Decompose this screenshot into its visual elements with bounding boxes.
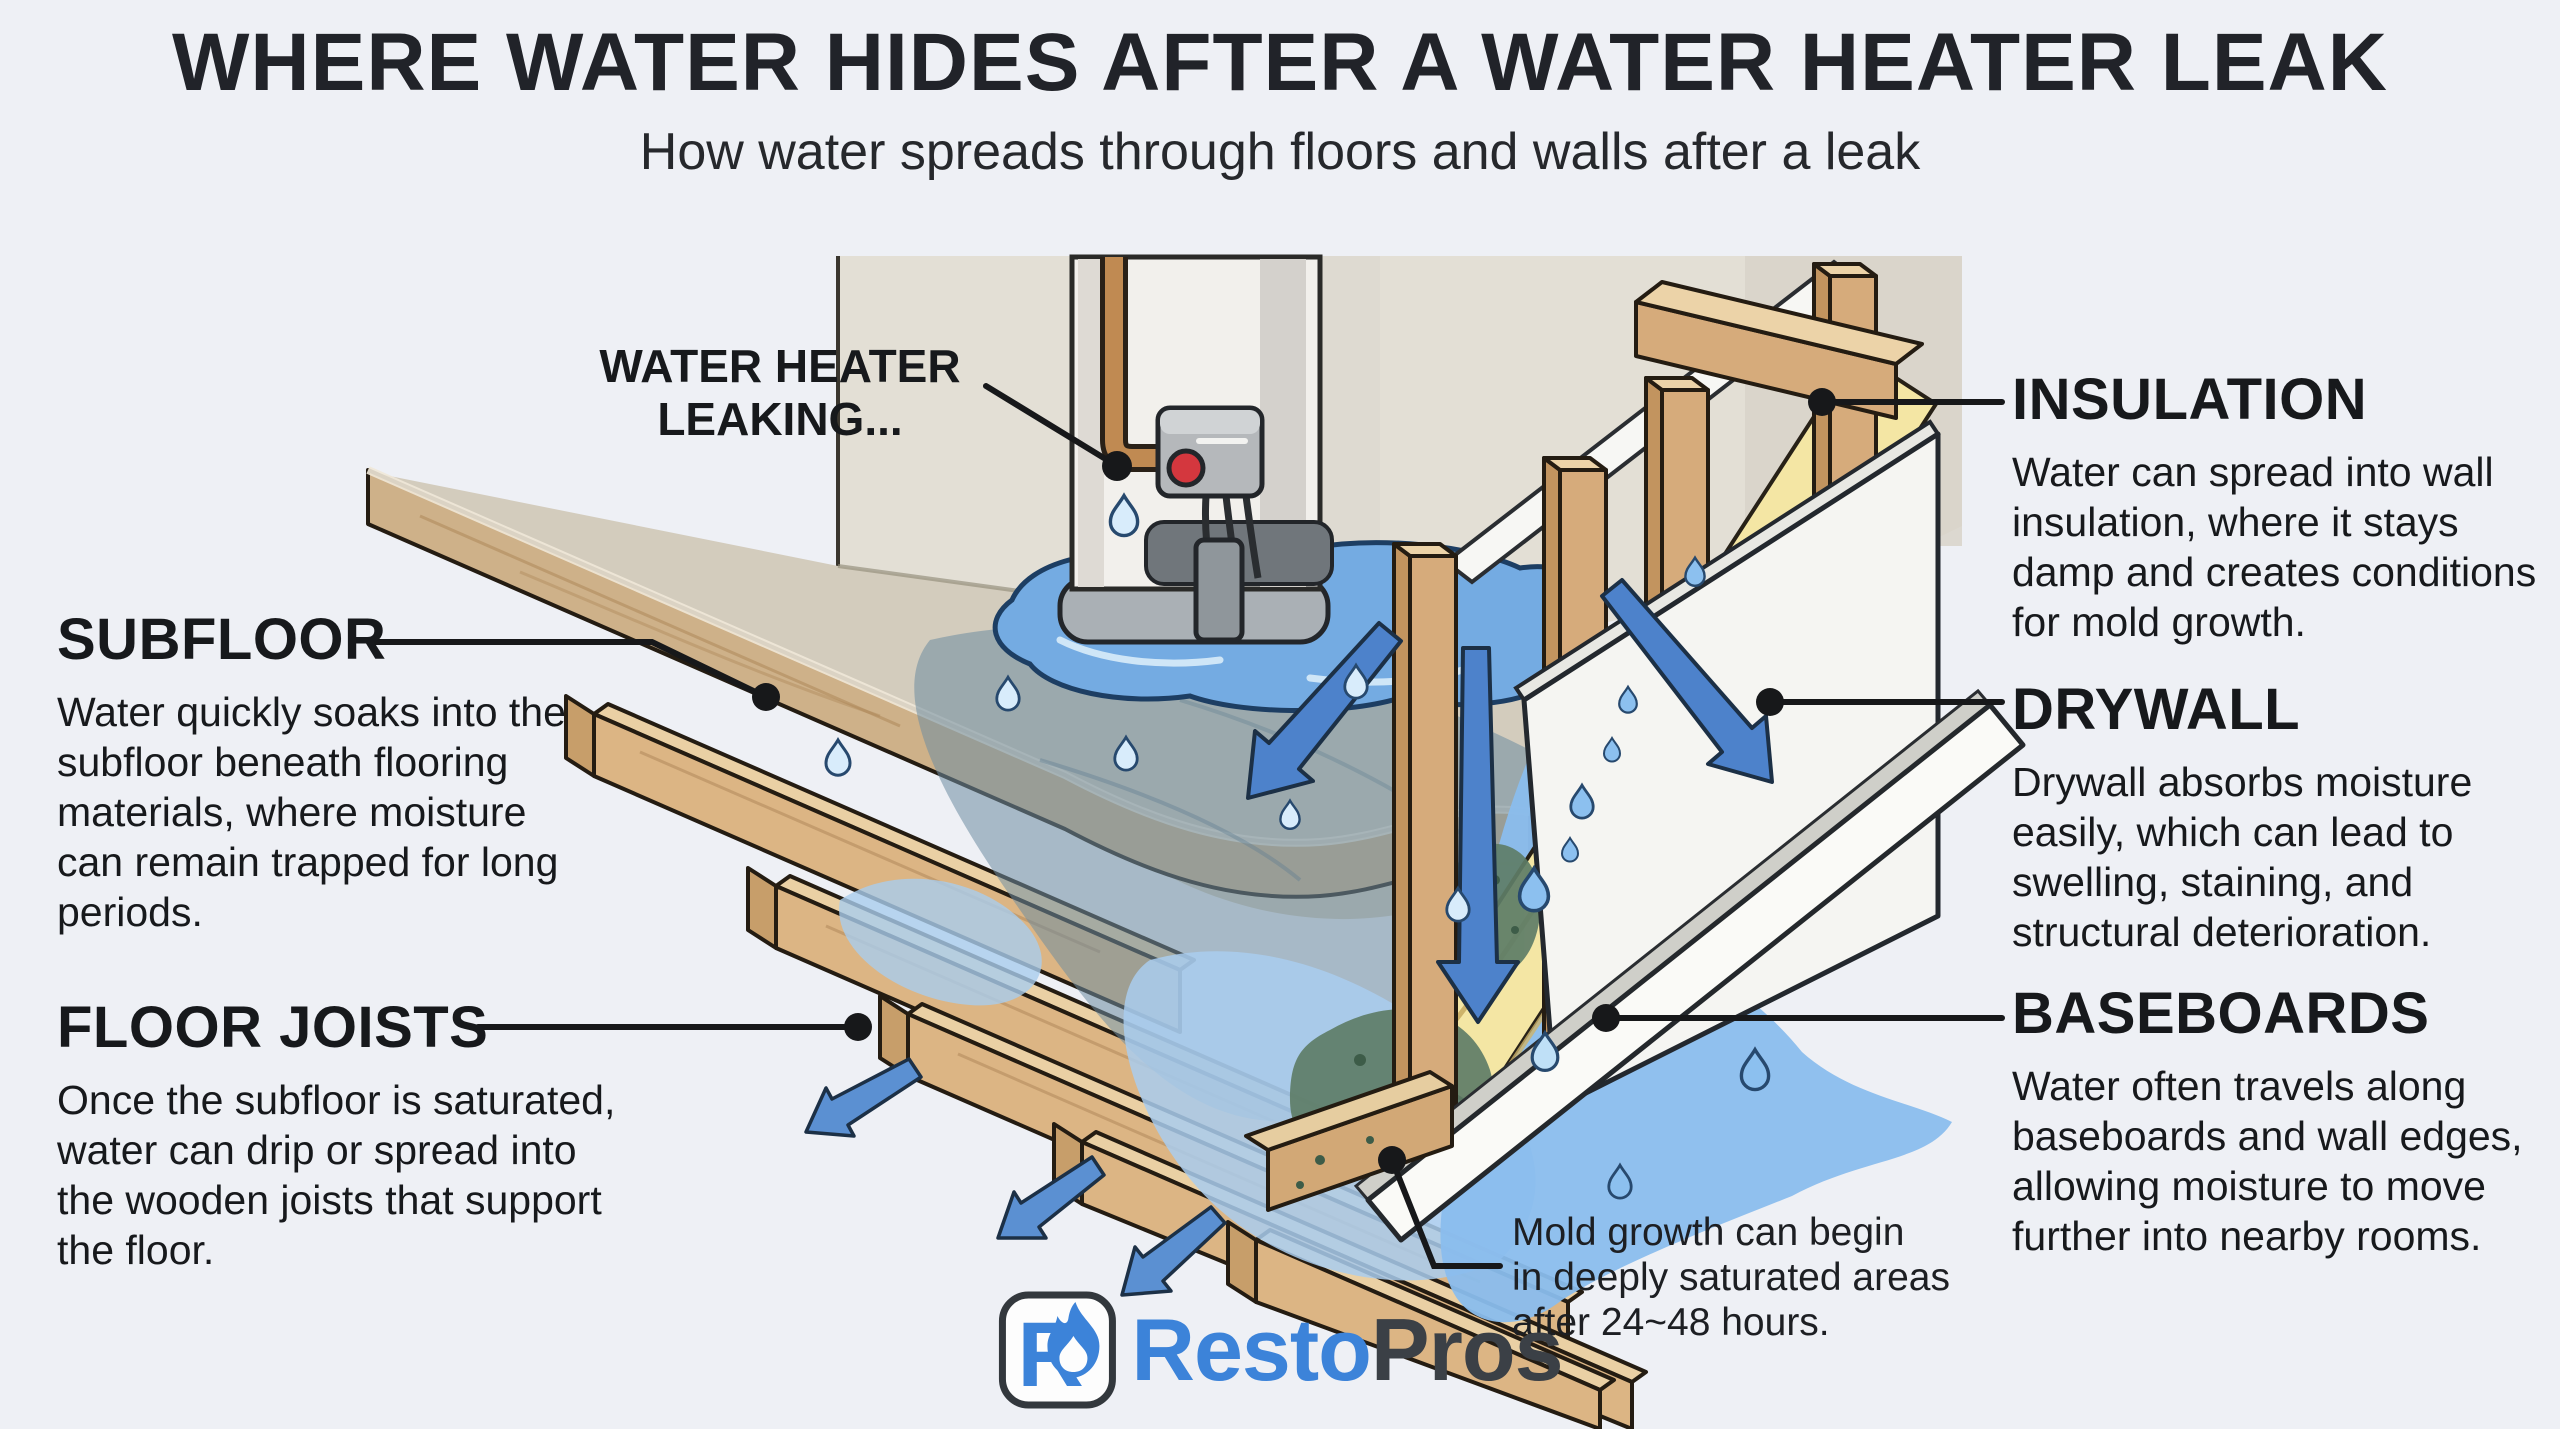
mold-note-line: in deeply saturated areas	[1512, 1256, 1950, 1299]
callout-subfloor-line: Water quickly soaks into the	[57, 689, 566, 735]
callout-baseboards-line: allowing moisture to move	[2012, 1163, 2486, 1209]
leader-lines	[369, 383, 2005, 1269]
mold-note: Mold growth can begin in deeply saturate…	[1512, 1210, 1950, 1345]
water-heater-label-line2: LEAKING...	[657, 393, 903, 446]
callout-insulation-heading: INSULATION	[2012, 367, 2368, 432]
flame-drop-cutout	[1059, 1336, 1088, 1372]
callout-baseboards-line: further into nearby rooms.	[2012, 1213, 2482, 1259]
leader-mold	[1389, 1157, 1503, 1269]
page-subtitle: How water spreads through floors and wal…	[639, 123, 1921, 181]
callout-baseboards-line: baseboards and wall edges,	[2012, 1113, 2523, 1159]
restopros-logo-icon: R	[998, 1291, 1116, 1409]
callout-floor-joists: FLOOR JOISTS Once the subfloor is satura…	[57, 994, 615, 1275]
drip-arrows	[804, 1057, 1227, 1297]
stud-wall	[1244, 259, 2026, 1323]
heater-valve-knob	[1166, 448, 1206, 488]
callout-floor-joists-line: the wooden joists that support	[57, 1177, 602, 1223]
callout-subfloor-heading: SUBFLOOR	[57, 607, 387, 672]
leader-dots	[752, 388, 1836, 1174]
callout-baseboards: BASEBOARDS Water often travels along bas…	[2012, 980, 2523, 1261]
mold-note-line: Mold growth can begin	[1512, 1211, 1905, 1254]
logo-text-resto: Resto	[1131, 1300, 1371, 1399]
callout-baseboards-heading: BASEBOARDS	[2012, 981, 2430, 1046]
water-heater-label-line1: WATER HEATER	[599, 340, 961, 392]
callout-drywall-line: structural deterioration.	[2012, 909, 2432, 955]
callout-floor-joists-line: Once the subfloor is saturated,	[57, 1077, 616, 1123]
callout-drywall-line: swelling, staining, and	[2012, 859, 2414, 905]
callout-floor-joists-line: water can drip or spread into	[57, 1127, 577, 1173]
logo-text-pros: Pros	[1370, 1300, 1564, 1399]
spread-arrows	[1246, 578, 1774, 1024]
callout-drywall-line: easily, which can lead to	[2012, 809, 2454, 855]
callout-insulation: INSULATION Water can spread into wall in…	[2012, 366, 2536, 647]
callout-insulation-line: insulation, where it stays	[2012, 499, 2459, 545]
callout-subfloor: SUBFLOOR Water quickly soaks into the su…	[57, 606, 566, 937]
leader-water-heater	[983, 383, 1120, 469]
callout-drywall-heading: DRYWALL	[2012, 677, 2301, 742]
restopros-logo: R RestoPros	[997, 1290, 1564, 1410]
arrow-down-right	[1600, 578, 1774, 784]
bottom-plate	[1244, 1070, 1454, 1212]
arrow-down	[1436, 646, 1520, 1024]
callout-floor-joists-line: the floor.	[57, 1227, 215, 1273]
leader-subfloor	[369, 639, 769, 700]
callout-insulation-line: Water can spread into wall	[2012, 449, 2494, 495]
heater-control-box	[1155, 405, 1265, 499]
arrow-down-left	[1246, 621, 1403, 800]
callout-insulation-line: for mold growth.	[2012, 599, 2306, 645]
callout-drywall-line: Drywall absorbs moisture	[2012, 759, 2473, 805]
callout-drywall: DRYWALL Drywall absorbs moisture easily,…	[2012, 676, 2472, 957]
page-title: WHERE WATER HIDES AFTER A WATER HEATER L…	[172, 17, 2388, 108]
top-plate	[1634, 280, 1924, 420]
callout-subfloor-line: subfloor beneath flooring	[57, 739, 509, 785]
baseboard	[1365, 702, 2026, 1243]
callout-subfloor-line: periods.	[57, 889, 203, 935]
callout-subfloor-line: materials, where moisture	[57, 789, 527, 835]
mold-note-line: after 24~48 hours.	[1512, 1301, 1830, 1344]
logo-text: RestoPros	[1131, 1299, 1564, 1401]
water-heater-label: WATER HEATER LEAKING...	[560, 340, 1000, 447]
callout-insulation-line: damp and creates conditions	[2012, 549, 2537, 595]
callout-baseboards-line: Water often travels along	[2012, 1063, 2467, 1109]
callout-floor-joists-heading: FLOOR JOISTS	[57, 995, 489, 1060]
water-heater	[1057, 254, 1334, 645]
callout-subfloor-line: can remain trapped for long	[57, 839, 559, 885]
